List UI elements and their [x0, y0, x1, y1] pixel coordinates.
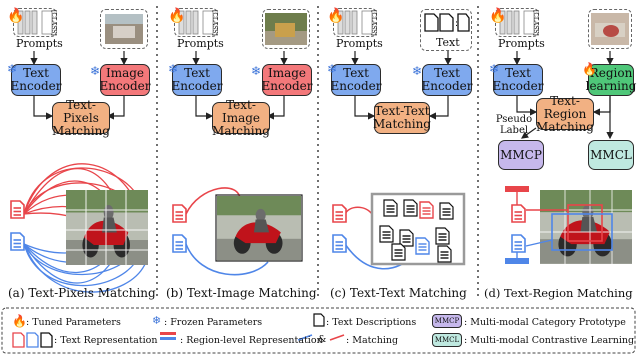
text-encoder-d: Text Encoder — [493, 64, 543, 96]
prompt-tokens-c — [337, 10, 373, 35]
flame-icon: 🔥 — [7, 8, 25, 24]
snowflake-icon: ❄ — [90, 64, 101, 78]
prompt-tokens-b — [178, 10, 214, 35]
prompts-label-b: Prompts — [177, 37, 224, 50]
text-rep-blue-d — [511, 234, 526, 257]
caption-d: (d) Text-Region Matching — [484, 286, 633, 300]
class-token-d: [CLASS] — [532, 10, 539, 36]
snowflake-icon: ❄ — [489, 62, 500, 76]
snowflake-icon: ❄ — [327, 62, 338, 76]
class-token-a: [CLASS] — [50, 10, 57, 36]
text-encoder-c-right: Text Encoder — [422, 64, 472, 96]
text-encoder-c-left: Text Encoder — [331, 64, 381, 96]
legend-mmcp-badge: MMCP — [432, 314, 462, 328]
flame-icon: 🔥 — [12, 314, 27, 328]
motorbike-image-b — [217, 196, 301, 261]
image-encoder-a: Image Encoder — [100, 64, 150, 96]
legend-tuned: : Tuned Parameters — [26, 317, 121, 328]
legend-mmcl-badge: MMCL — [432, 333, 462, 347]
motorbike-image-d — [540, 190, 632, 264]
text-encoder-b: Text Encoder — [172, 64, 222, 96]
legend-text-rep: : Text Representation — [54, 335, 158, 346]
flame-icon: 🔥 — [168, 8, 186, 24]
image-thumb-b — [265, 13, 307, 45]
flame-icon: 🔥 — [327, 8, 345, 24]
prompts-label-a: Prompts — [16, 37, 63, 50]
text-label-c: Text — [436, 36, 460, 49]
image-thumb-d — [591, 13, 629, 45]
flame-icon: 🔥 — [489, 8, 507, 24]
snowflake-icon: ❄ — [412, 64, 423, 78]
motorbike-image-a — [66, 190, 148, 265]
caption-c: (c) Text-Text Matching — [330, 286, 467, 300]
class-token-b: [CLASS] — [211, 10, 218, 36]
legend-mmcp: : Multi-modal Category Prototype — [464, 317, 626, 328]
legend-frozen: : Frozen Parameters — [164, 317, 263, 328]
pseudo-label: Pseudo Label — [495, 114, 533, 136]
class-token-c: [CLASS] — [370, 10, 377, 36]
text-rep-blue-c — [332, 234, 347, 257]
prompt-tokens-a — [17, 10, 53, 35]
text-rep-red-d — [511, 204, 526, 227]
matching-box-d: Text-Region Matching — [536, 93, 594, 134]
prompt-tokens-d — [499, 10, 535, 35]
text-rep-red-b — [172, 204, 187, 227]
mmcl-box: MMCL — [588, 140, 634, 170]
legend-amp: & — [318, 334, 327, 345]
matching-box-b: Text-Image Matching — [212, 97, 270, 138]
matching-box-a: Text-Pixels Matching — [52, 97, 110, 138]
snowflake-icon: ❄ — [7, 62, 18, 76]
svg-text::: : — [455, 19, 458, 29]
matching-box-c: Text-Text Matching — [373, 102, 431, 134]
prompts-label-d: Prompts — [498, 37, 545, 50]
mmcp-box: MMCP — [498, 140, 544, 170]
prompts-label-c: Prompts — [336, 37, 383, 50]
snowflake-icon: ❄ — [251, 64, 262, 78]
document-icon: : — [424, 13, 470, 32]
region-learning-box: Region learning — [586, 64, 636, 96]
text-representation-icons — [12, 332, 53, 348]
document-icon — [313, 313, 325, 327]
snowflake-icon: ❄ — [152, 314, 162, 327]
text-encoder-a: Text Encoder — [11, 64, 61, 96]
legend-text-desc: : Text Descriptions — [326, 317, 417, 328]
legend-matching: : Matching — [346, 335, 399, 346]
snowflake-icon: ❄ — [168, 62, 179, 76]
flame-icon: 🔥 — [582, 62, 597, 76]
caption-a: (a) Text-Pixels Matching — [8, 286, 156, 300]
image-encoder-b: Image Encoder — [262, 64, 312, 96]
caption-b: (b) Text-Image Matching — [166, 286, 317, 300]
image-thumb-a — [105, 14, 143, 44]
text-rep-red-c — [332, 204, 347, 227]
text-rep-red-a — [10, 200, 25, 223]
text-rep-blue-a — [10, 232, 25, 255]
legend-mmcl: : Multi-modal Contrastive Learning — [464, 335, 635, 346]
text-rep-blue-b — [172, 234, 187, 257]
legend-region-rep: : Region-level Representation — [180, 335, 323, 346]
